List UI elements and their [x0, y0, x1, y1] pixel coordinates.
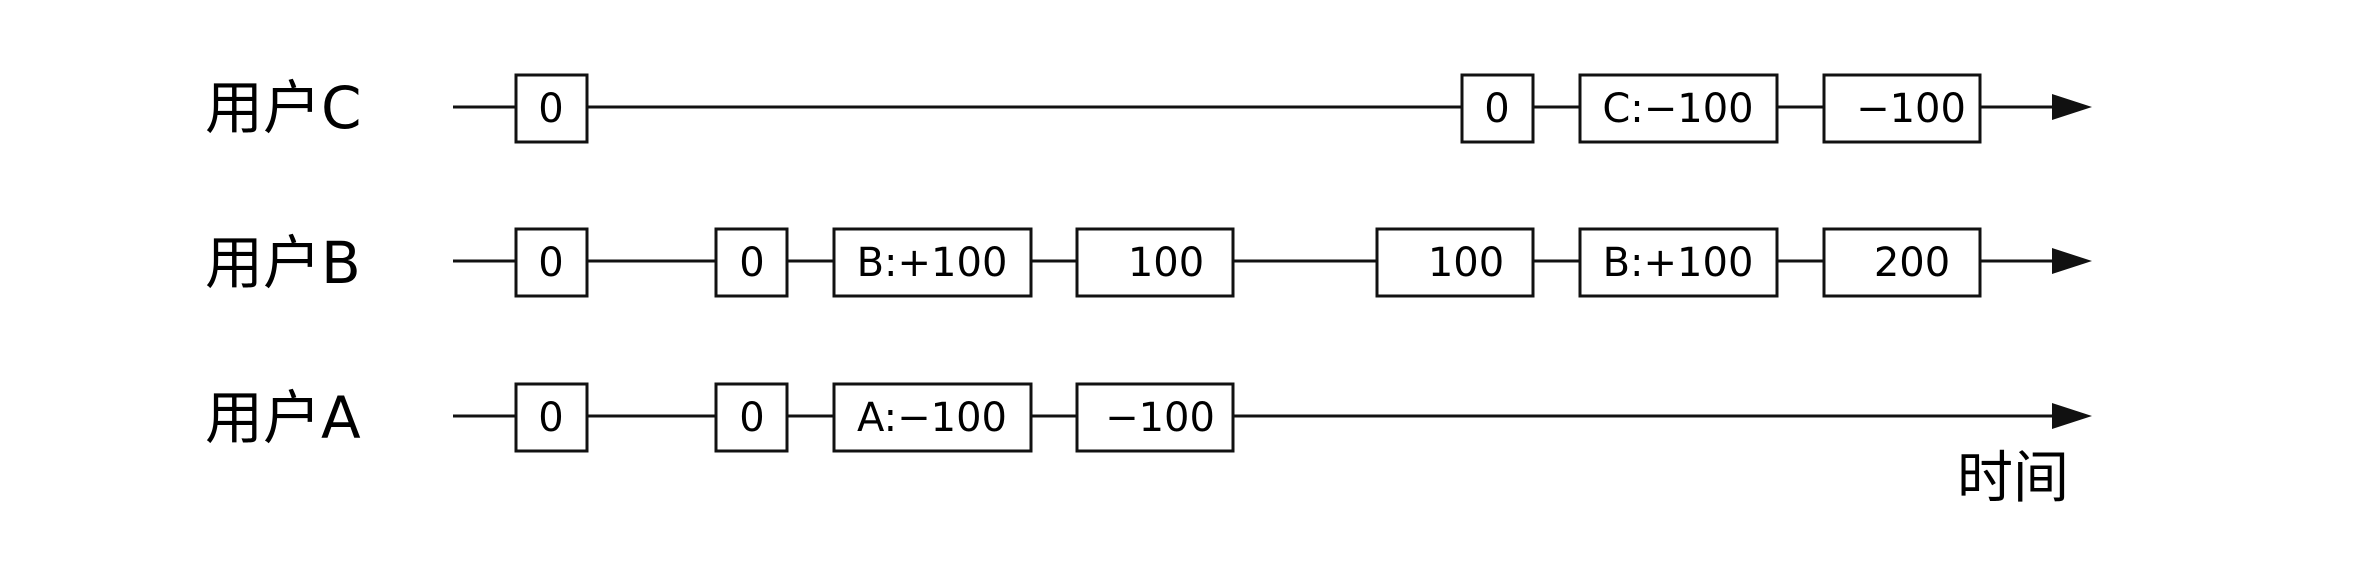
value-box: 200 [1822, 227, 1982, 298]
lane-label-user-b: 用户B [205, 229, 361, 297]
svg-text:0: 0 [538, 240, 563, 286]
svg-text:100: 100 [1428, 240, 1504, 286]
svg-text:0: 0 [1484, 86, 1509, 132]
timeline-arrowhead-user-c [2052, 94, 2092, 120]
operation-box: B:+100 [1578, 227, 1779, 298]
value-box: 0 [714, 382, 789, 453]
value-box: −100 [1075, 382, 1235, 453]
value-box: −100 [1822, 73, 1982, 144]
svg-text:B:+100: B:+100 [1603, 240, 1754, 286]
value-box: 0 [1460, 73, 1535, 144]
time-axis-label: 时间 [1957, 446, 2069, 511]
svg-text:200: 200 [1874, 240, 1950, 286]
lane-user-b: 用户B 0 0 B:+100 100 100 B:+100 200 [205, 227, 2092, 298]
svg-text:A:−100: A:−100 [857, 395, 1007, 441]
svg-text:0: 0 [538, 395, 563, 441]
svg-text:B:+100: B:+100 [857, 240, 1008, 286]
value-box: 0 [514, 382, 589, 453]
operation-box: C:−100 [1578, 73, 1779, 144]
timeline-arrowhead-user-b [2052, 248, 2092, 274]
svg-text:0: 0 [739, 240, 764, 286]
value-box: 0 [514, 227, 589, 298]
value-box: 0 [714, 227, 789, 298]
svg-text:100: 100 [1128, 240, 1204, 286]
operation-box: B:+100 [832, 227, 1033, 298]
svg-text:0: 0 [739, 395, 764, 441]
svg-text:0: 0 [538, 86, 563, 132]
timeline-arrowhead-user-a [2052, 403, 2092, 429]
value-box: 0 [514, 73, 589, 144]
svg-text:C:−100: C:−100 [1602, 86, 1753, 132]
svg-text:−100: −100 [1856, 86, 1966, 132]
value-box: 100 [1075, 227, 1235, 298]
svg-text:−100: −100 [1105, 395, 1215, 441]
lane-user-c: 用户C 0 0 C:−100 −100 [205, 73, 2092, 144]
lane-user-a: 用户A 0 0 A:−100 −100 [205, 382, 2092, 453]
operation-box: A:−100 [832, 382, 1033, 453]
value-box: 100 [1375, 227, 1535, 298]
lane-label-user-a: 用户A [205, 384, 361, 452]
lane-label-user-c: 用户C [205, 74, 362, 142]
